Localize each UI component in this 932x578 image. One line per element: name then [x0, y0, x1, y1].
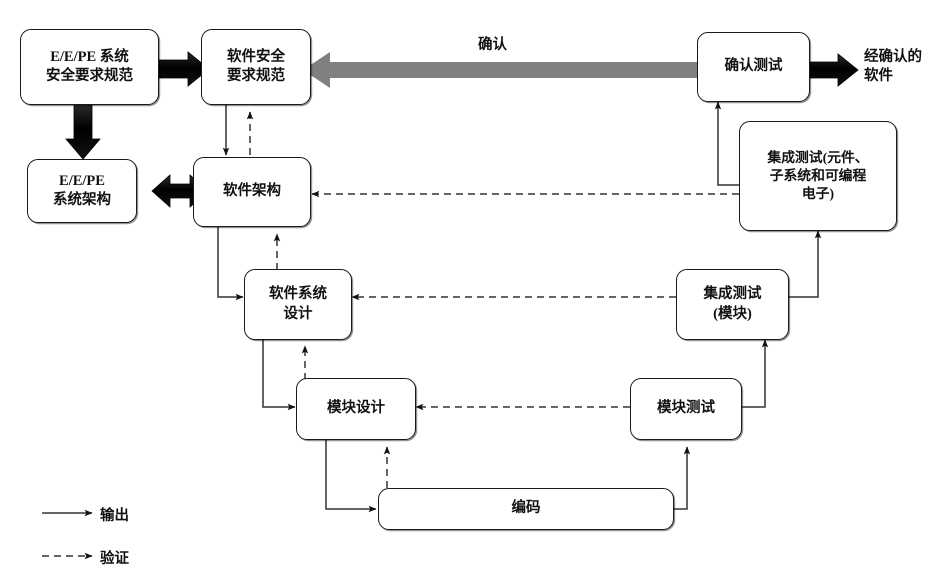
output-line-architecture-to-system-design [217, 227, 244, 301]
node-software-safety-requirements[interactable]: 软件安全 要求规范 [201, 29, 311, 105]
node-eepe-system-architecture[interactable]: E/E/PE 系统架构 [27, 159, 137, 223]
validated-software-label: 经确认的 软件 [864, 49, 922, 84]
node-software-architecture[interactable]: 软件架构 [193, 157, 311, 227]
output-line-integration-components-to-validation [714, 101, 739, 186]
block-arrow-validated-software [809, 53, 859, 87]
output-line-module-test-to-integration-module [742, 339, 769, 408]
node-module-test[interactable]: 模块测试 [630, 378, 742, 440]
block-arrow-eepe-req-to-architecture [65, 103, 101, 160]
node-coding[interactable]: 编码 [378, 488, 674, 530]
node-integration-test-module[interactable]: 集成测试 (模块) [676, 269, 789, 340]
validation-gray-arrow [303, 52, 697, 88]
output-line-module-design-to-coding [325, 440, 377, 513]
node-eepe-safety-requirements[interactable]: E/E/PE 系统 安全要求规范 [20, 29, 159, 105]
node-validation-test[interactable]: 确认测试 [697, 32, 810, 102]
legend-verification-label: 验证 [100, 551, 129, 567]
legend-output-label: 输出 [100, 508, 129, 524]
block-arrow-eepe-to-software-req [158, 51, 210, 87]
output-line-coding-to-module-test [674, 446, 691, 510]
output-line-system-design-to-module-design [262, 340, 296, 411]
validation-arrow-label: 确认 [478, 37, 507, 53]
node-module-design[interactable]: 模块设计 [296, 378, 416, 440]
node-integration-test-components[interactable]: 集成测试(元件、 子系统和可编程 电子) [739, 121, 897, 231]
output-line-integration-module-to-integration-components [789, 230, 822, 298]
node-software-system-design[interactable]: 软件系统 设计 [244, 269, 352, 340]
